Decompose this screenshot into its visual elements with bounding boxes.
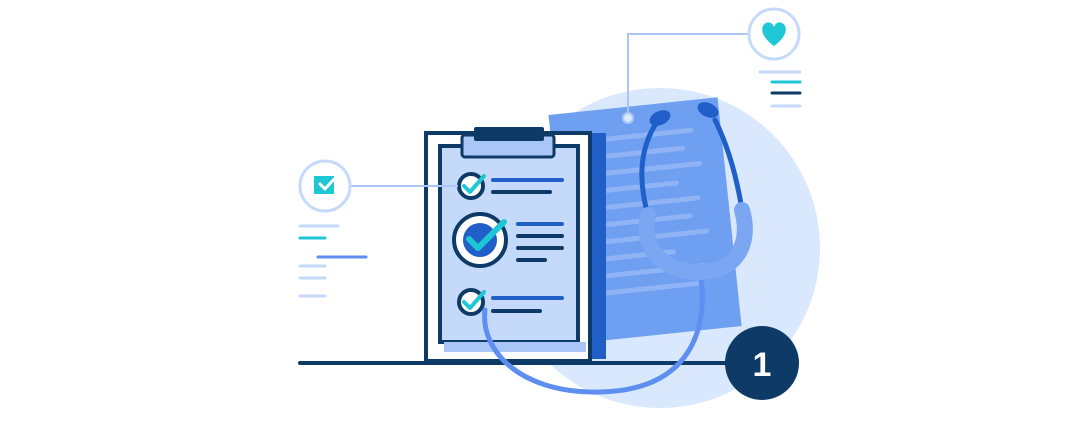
- checklist-item-1: [457, 172, 564, 200]
- checkmark-icon: [462, 290, 486, 310]
- checkbox-icon: [314, 176, 334, 194]
- checkmark-icon: [318, 175, 338, 191]
- left-decoration-lines: [298, 224, 368, 298]
- right-decoration-lines: [758, 70, 802, 108]
- checklist-item-2: [452, 212, 564, 268]
- checkmark-icon: [462, 174, 486, 194]
- checkmark-icon: [466, 219, 507, 251]
- heart-icon: [762, 22, 786, 46]
- step-number: 1: [753, 346, 772, 384]
- stethoscope-icon: [482, 102, 753, 395]
- heart-callout: [747, 7, 801, 61]
- checkbox-icon: [457, 172, 485, 200]
- checkbox-icon: [457, 288, 485, 316]
- checkbox-icon: [463, 223, 497, 257]
- step-badge: 1: [725, 326, 799, 400]
- connector-line-right: [627, 33, 749, 113]
- checkbox-callout: [298, 159, 352, 213]
- checklist-item-3: [457, 288, 564, 316]
